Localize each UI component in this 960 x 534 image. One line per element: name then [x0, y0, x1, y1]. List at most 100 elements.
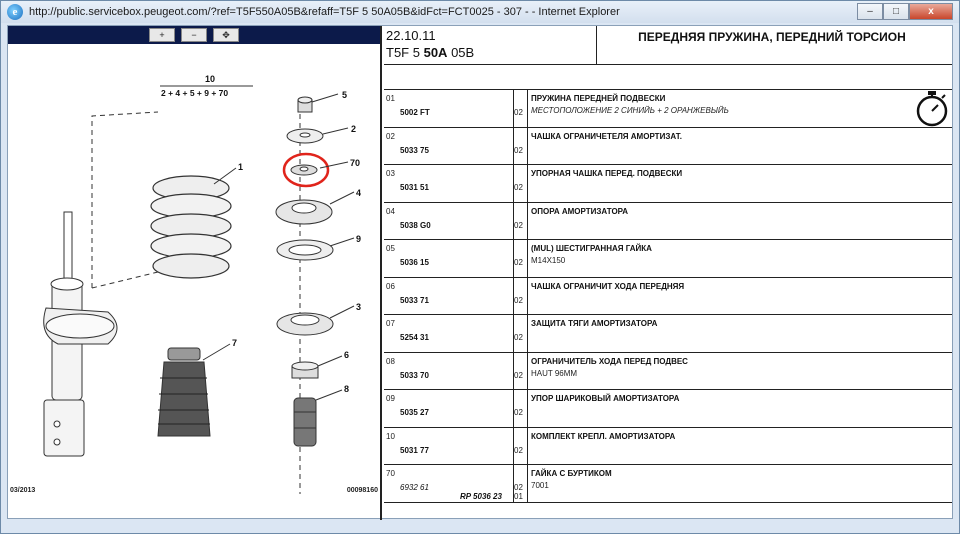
internet-explorer-icon: e	[7, 4, 23, 20]
part-name: ЗАЩИТА ТЯГИ АМОРТИЗАТОРА	[531, 319, 658, 328]
page-content: + − ✥ 10 2 + 4 + 5 + 9 + 70	[7, 25, 953, 520]
part-index: 08	[386, 356, 395, 366]
part-index: 04	[386, 206, 395, 216]
part-quantity: 02	[514, 108, 523, 117]
column-divider	[527, 277, 528, 314]
ball-bearing	[276, 312, 334, 336]
part-reference[interactable]: 5033 75	[400, 145, 429, 155]
column-divider	[527, 240, 528, 277]
part-name: ЧАШКА ОГРАНИЧИТ ХОДА ПЕРЕДНЯЯ	[531, 281, 685, 291]
column-divider	[527, 202, 528, 239]
column-divider	[527, 127, 528, 164]
part-note: HAUT 96MM	[531, 368, 578, 378]
part-quantity: 02	[514, 445, 523, 455]
column-divider	[527, 352, 528, 389]
close-button[interactable]: x	[909, 3, 953, 20]
column-divider	[513, 315, 514, 352]
column-divider	[527, 90, 528, 127]
part-reference[interactable]: 5002 FT	[400, 108, 430, 117]
divider	[384, 64, 952, 65]
part-name: ЧАШКА ОГРАНИЧЕТЕЛЯ АМОРТИЗАТ.	[531, 131, 682, 141]
replacement-reference[interactable]: RP 5036 23	[460, 492, 502, 501]
table-row[interactable]: 02 5033 75 02 ЧАШКА ОГРАНИЧЕТЕЛЯ АМОРТИЗАТ.	[384, 127, 952, 165]
part-name: ОГРАНИЧИТЕЛЬ ХОДА ПЕРЕД ПОДВЕС	[531, 356, 688, 366]
title-bar: e http://public.servicebox.peugeot.com/?…	[1, 1, 959, 23]
part-reference[interactable]: 5033 70	[400, 370, 429, 380]
part-name: ПРУЖИНА ПЕРЕДНЕЙ ПОДВЕСКИ	[531, 94, 666, 103]
column-divider	[513, 202, 514, 239]
part-name: УПОР ШАРИКОВЫЙ АМОРТИЗАТОРА	[531, 394, 680, 403]
exploded-parts-diagram: 10 2 + 4 + 5 + 9 + 70	[43, 74, 361, 494]
part-reference[interactable]: 5035 27	[400, 408, 429, 417]
part-quantity: 02	[514, 145, 523, 155]
part-quantity: 02	[514, 295, 523, 305]
minimize-button[interactable]: –	[857, 3, 883, 20]
callout-9: 9	[356, 234, 361, 244]
column-divider	[527, 165, 528, 202]
part-reference[interactable]: 5036 15	[400, 258, 429, 267]
zoom-in-icon[interactable]: +	[149, 28, 175, 42]
page-title: ПЕРЕДНЯЯ ПРУЖИНА, ПЕРЕДНИЙ ТОРСИОН	[638, 30, 906, 44]
parts-pane: 22.10.11 T5F 5 50A 05B ПЕРЕДНЯЯ ПРУЖИНА,…	[384, 26, 952, 520]
part-quantity: 02	[514, 333, 523, 342]
callout-5: 5	[342, 90, 347, 100]
table-row[interactable]: 06 5033 71 02 ЧАШКА ОГРАНИЧИТ ХОДА ПЕРЕДНЯЯ	[384, 277, 952, 315]
zoom-toolbar: + − ✥	[8, 26, 380, 44]
part-reference[interactable]: 5254 31	[400, 333, 429, 342]
part-index: 02	[386, 131, 395, 141]
pan-icon[interactable]: ✥	[213, 28, 239, 42]
callout-70: 70	[350, 158, 360, 168]
column-divider	[513, 127, 514, 164]
diagram-pane: + − ✥ 10 2 + 4 + 5 + 9 + 70	[8, 26, 382, 520]
callout-7: 7	[232, 338, 237, 348]
callout-6: 6	[344, 350, 349, 360]
divider	[384, 89, 952, 90]
replacement-quantity: 01	[514, 492, 523, 501]
part-name: ГАЙКА С БУРТИКОМ	[531, 469, 612, 478]
part-reference[interactable]: 5031 77	[400, 445, 429, 455]
parts-table: 01 5002 FT 02 ПРУЖИНА ПЕРЕДНЕЙ ПОДВЕСКИ МЕСТ…	[384, 90, 952, 503]
collar-nut	[290, 164, 318, 176]
column-divider	[513, 240, 514, 277]
protective-boot	[157, 347, 211, 437]
part-index: 06	[386, 281, 395, 291]
part-index: 07	[386, 319, 395, 328]
part-index: 05	[386, 244, 395, 253]
column-divider	[513, 465, 514, 502]
column-divider	[513, 390, 514, 427]
part-name: (MUL) ШЕСТИГРАННАЯ ГАЙКА	[531, 244, 652, 253]
part-reference[interactable]: 6932 61	[400, 483, 429, 492]
part-note: МЕСТОПОЛОЖЕНИЕ 2 СИНИЙЬ + 2 ОРАНЖЕВЫЙЬ	[531, 106, 729, 115]
column-divider	[513, 277, 514, 314]
thrust-cup	[275, 199, 333, 225]
window-controls: – □ x	[857, 3, 953, 20]
part-quantity: 02	[514, 370, 523, 380]
callout-3: 3	[356, 302, 361, 312]
maximize-button[interactable]: □	[883, 3, 909, 20]
table-row[interactable]: 07 5254 31 02 ЗАЩИТА ТЯГИ АМОРТИЗАТОРА	[384, 315, 952, 353]
table-row[interactable]: 08 5033 70 02 ОГРАНИЧИТЕЛЬ ХОДА ПЕРЕД ПОДВЕ…	[384, 352, 952, 390]
column-divider	[513, 352, 514, 389]
part-name: КОМПЛЕКТ КРЕПЛ. АМОРТИЗАТОРА	[531, 431, 676, 441]
part-reference[interactable]: 5038 G0	[400, 220, 431, 230]
callout-2: 2	[351, 124, 356, 134]
part-name: УПОРНАЯ ЧАШКА ПЕРЕД. ПОДВЕСКИ	[531, 169, 683, 178]
title-box: ПЕРЕДНЯЯ ПРУЖИНА, ПЕРЕДНИЙ ТОРСИОН	[596, 26, 952, 64]
stopwatch-icon[interactable]	[914, 88, 950, 128]
part-reference[interactable]: 5031 51	[400, 183, 429, 192]
table-row[interactable]: 10 5031 77 02 КОМПЛЕКТ КРЕПЛ. АМОРТИЗАТОРА	[384, 427, 952, 465]
top-nut	[297, 96, 313, 113]
model-code: T5F 5 50A 05B	[386, 45, 475, 60]
zoom-out-icon[interactable]: −	[181, 28, 207, 42]
part-reference[interactable]: 5033 71	[400, 295, 429, 305]
part-index: 10	[386, 431, 395, 441]
shock-absorber	[43, 211, 118, 457]
callout-4: 4	[356, 188, 361, 198]
